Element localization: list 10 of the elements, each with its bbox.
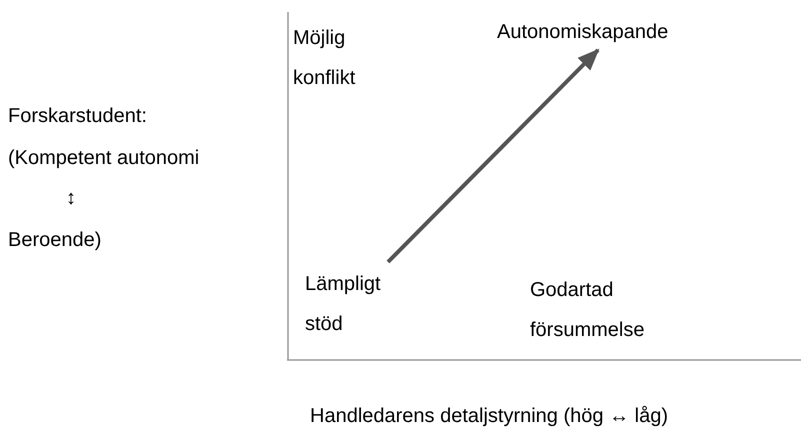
arrow (386, 48, 600, 264)
axis-label: Forskarstudent: (8, 104, 148, 129)
axis-label: (Kompetent autonomi (8, 146, 200, 171)
quadrant-label: Lämpligt stöd (305, 264, 415, 344)
axis-label: Handledarens detaljstyrning (hög ↔ låg) (310, 404, 669, 429)
axis-label: Beroende) (8, 228, 102, 253)
quadrant-label: Möjlig konflikt (293, 26, 356, 91)
quadrant-label: Autonomiskapande (497, 12, 747, 52)
quadrant-label: Godartad försummelse (530, 278, 646, 343)
axis-label: ↕ (66, 186, 77, 211)
